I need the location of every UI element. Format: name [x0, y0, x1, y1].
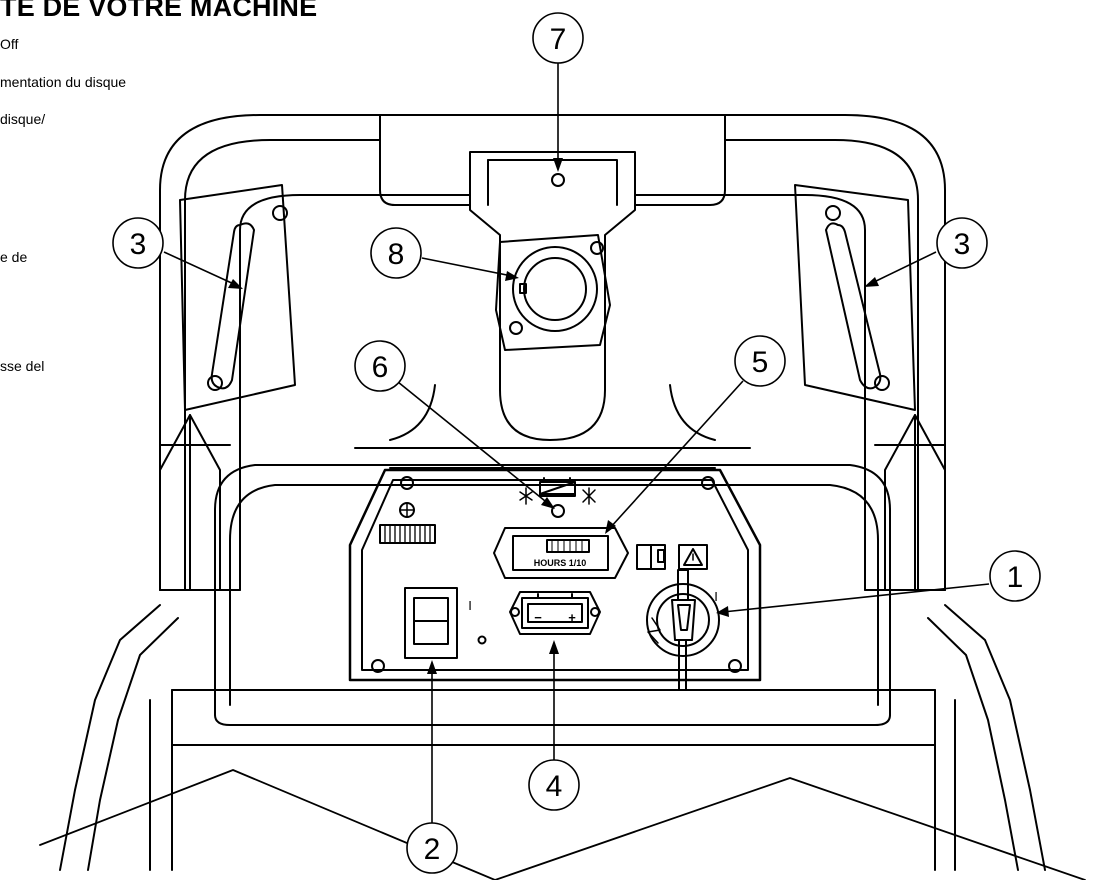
hour-meter-label: HOURS 1/10	[534, 558, 587, 568]
callout-1-circle	[989, 550, 1041, 602]
machine-lower-body	[59, 604, 1046, 871]
cutaway-line	[39, 769, 1086, 880]
battery-led-icon	[551, 504, 565, 518]
callout-4-circle	[528, 759, 580, 811]
callout-3-left-label: 3	[130, 228, 147, 261]
callout-numbers: 7 3 8 3 6 5 1 2 4	[130, 23, 1024, 866]
central-column	[389, 151, 716, 441]
side-text-2: mentation du disque	[0, 74, 127, 90]
callout-3-left-circle	[112, 217, 164, 269]
side-text-3: disque/	[0, 111, 46, 127]
handle-frame	[159, 114, 946, 591]
callout-2-circle	[406, 822, 458, 874]
side-text-1: Off	[0, 36, 19, 52]
hour-meter	[493, 527, 629, 579]
battery-plus-label: +	[568, 610, 576, 625]
callout-1-label: 1	[1007, 561, 1024, 594]
callout-3-right-circle	[936, 217, 988, 269]
led-off-icon	[519, 487, 533, 505]
led-on-icon	[582, 487, 596, 505]
callout-3-right-label: 3	[954, 228, 971, 261]
control-panel-plate	[348, 468, 762, 682]
section-heading: TE DE VOTRE MACHINE	[0, 0, 318, 22]
side-text-5: sse del	[0, 358, 45, 374]
callout-2-label: 2	[424, 833, 441, 866]
panel-markings: HOURS 1/10 − + I I	[468, 558, 718, 625]
right-post	[884, 414, 946, 591]
callout-5-label: 5	[752, 346, 769, 379]
charger-socket	[495, 234, 611, 351]
callout-8-circle	[370, 227, 422, 279]
callout-5-circle	[734, 335, 786, 387]
key-on-mark: I	[714, 589, 718, 604]
side-text-4: e de	[0, 249, 28, 265]
callout-4-label: 4	[546, 770, 563, 803]
switch-on-mark: I	[468, 598, 472, 613]
warning-symbols	[636, 544, 708, 570]
battery-minus-label: −	[534, 610, 542, 625]
right-grip	[794, 184, 916, 411]
key-switch	[646, 569, 720, 691]
battery-indicator	[519, 477, 596, 518]
rocker-switch	[404, 587, 487, 659]
indicator-light-icon	[551, 173, 565, 187]
callout-8-label: 8	[388, 238, 405, 271]
callout-6-label: 6	[372, 351, 389, 384]
brush-pressure-icon	[379, 502, 436, 544]
lightning-icon	[647, 617, 661, 644]
control-bay	[214, 447, 891, 726]
callout-6-circle	[354, 340, 406, 392]
battery-gauge	[509, 591, 601, 635]
callout-leaders	[163, 63, 990, 823]
callout-bubbles	[112, 12, 1041, 874]
callout-7-circle	[532, 12, 584, 64]
left-grip	[179, 184, 296, 411]
warning-triangle-icon	[683, 548, 703, 566]
left-post	[159, 414, 221, 591]
callout-7-label: 7	[550, 23, 567, 56]
